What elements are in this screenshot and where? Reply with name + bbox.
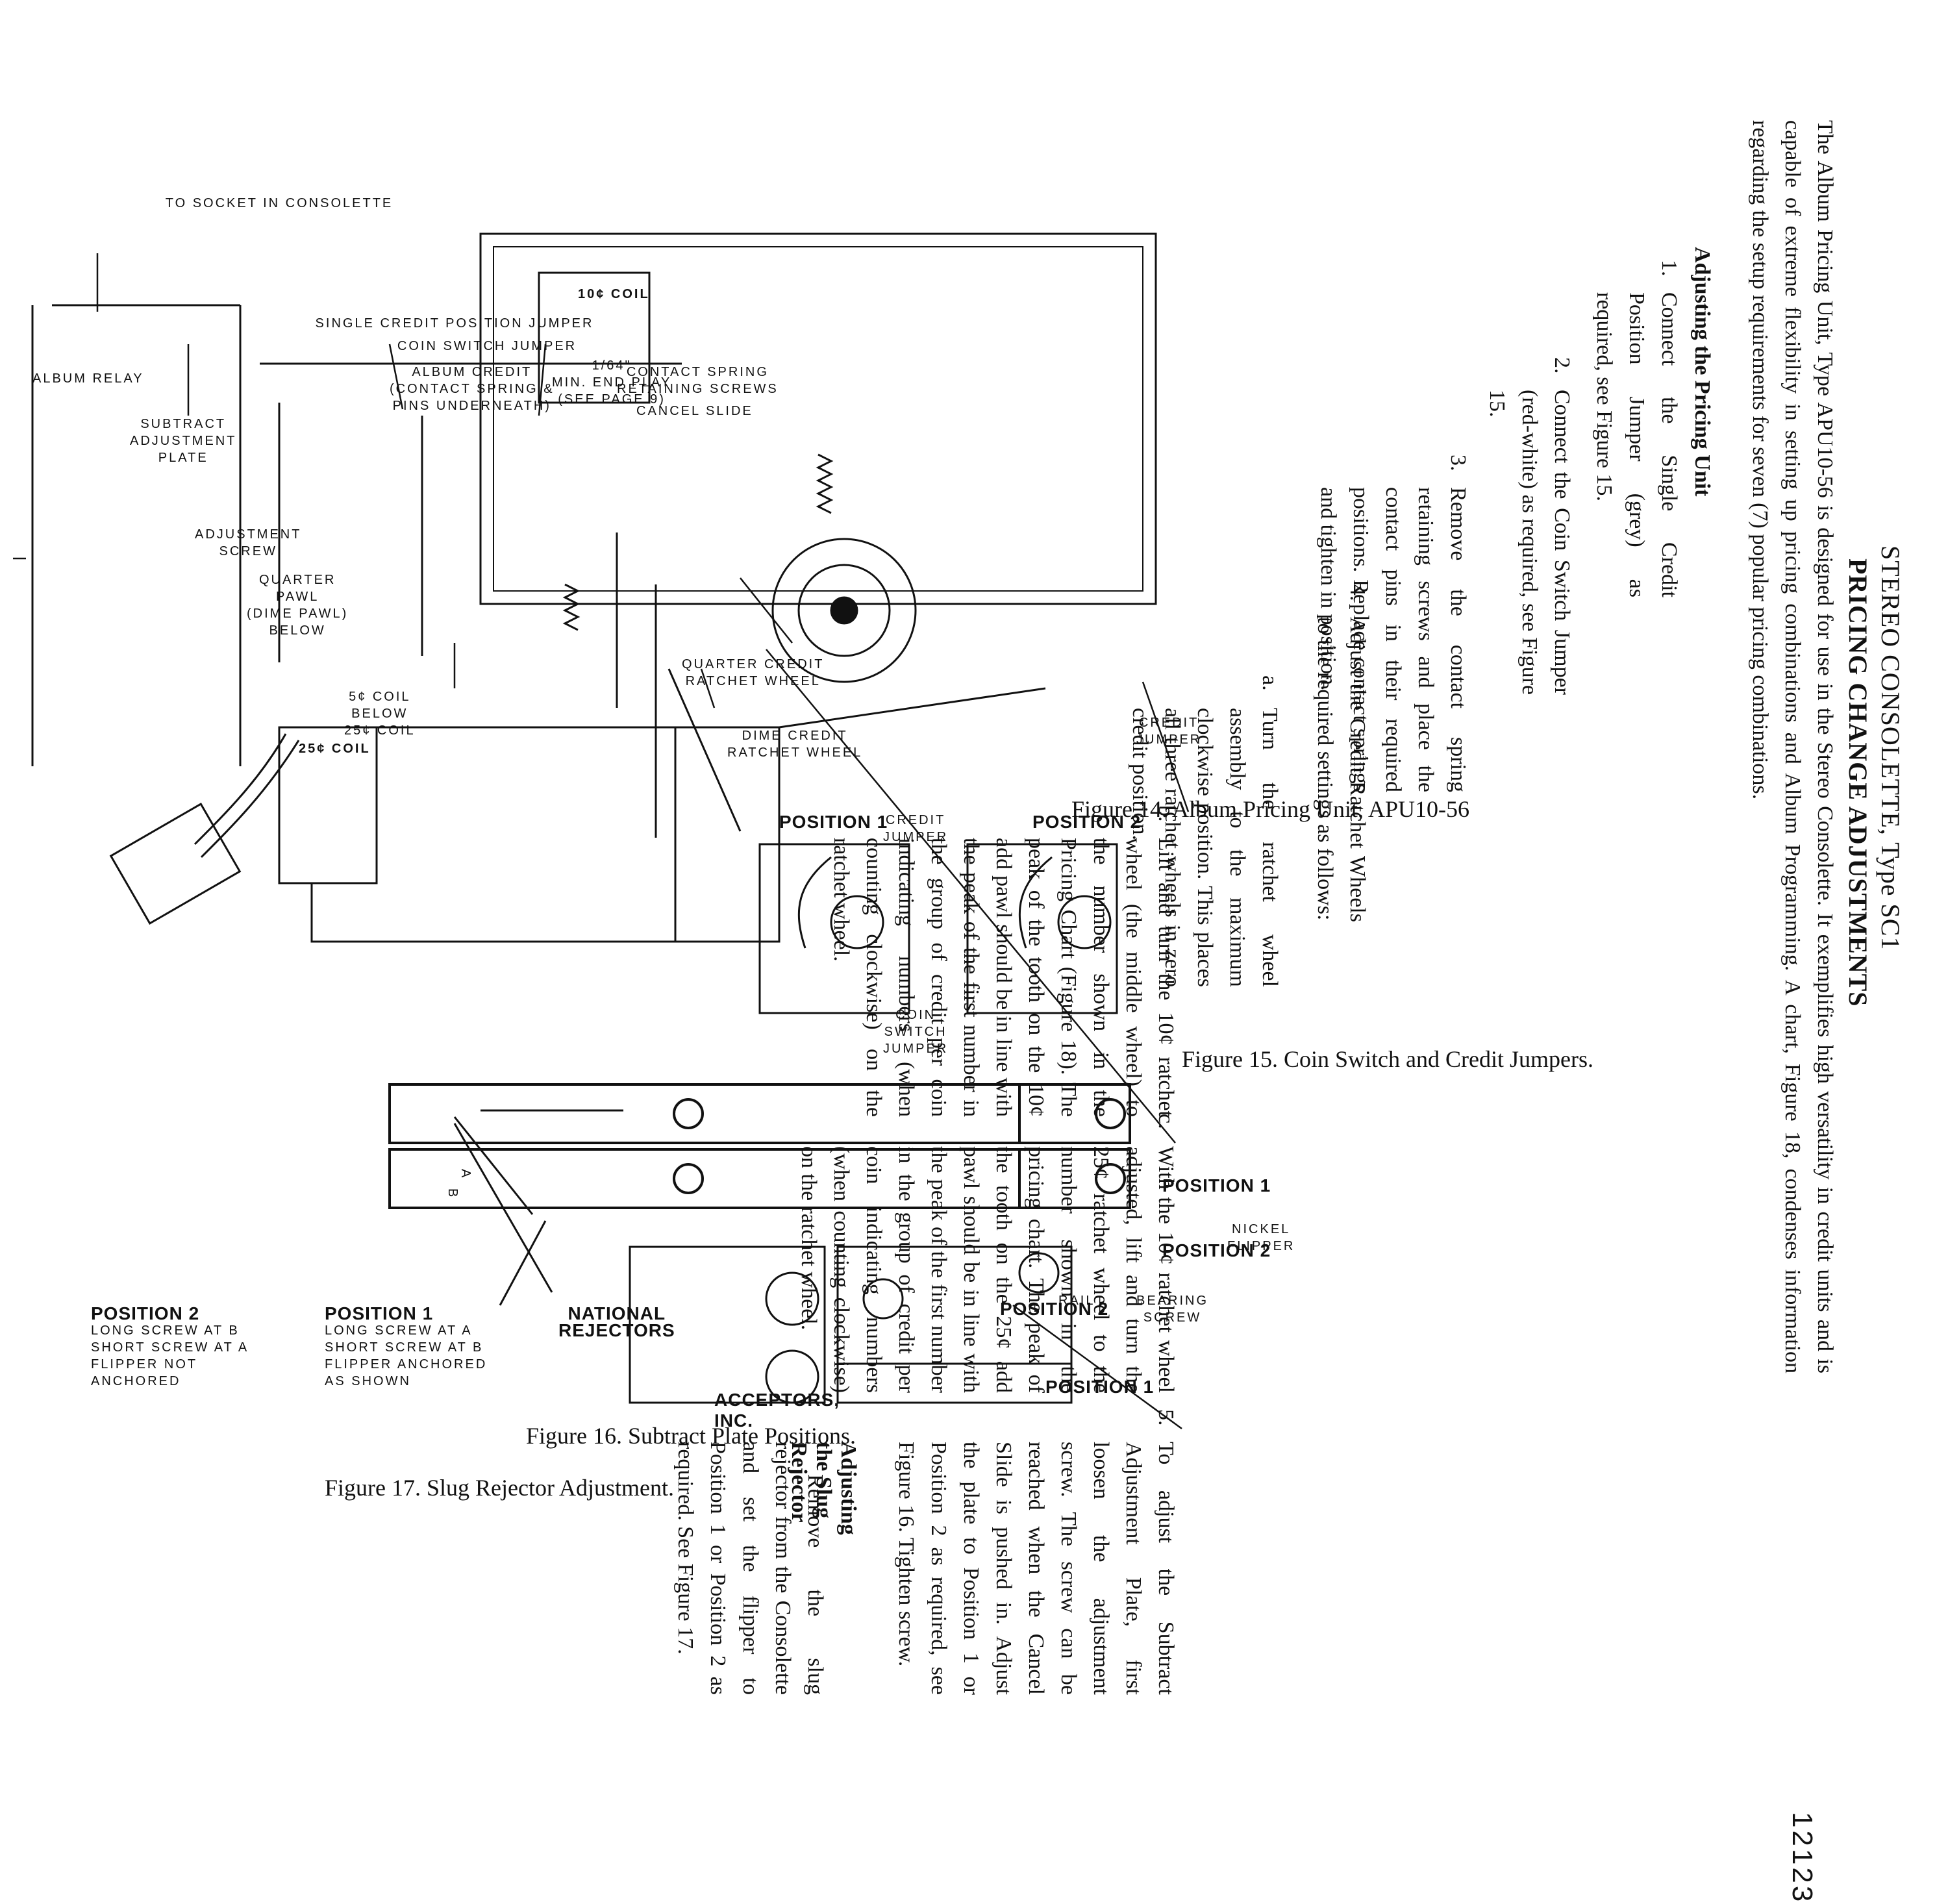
pos2-line2: SHORT SCREW AT A xyxy=(91,1340,249,1355)
label-album-relay: ALBUM RELAY xyxy=(32,371,144,386)
label-to-socket: TO SOCKET IN CONSOLETTE xyxy=(165,196,393,210)
subtract-line2: ADJUSTMENT xyxy=(130,434,237,448)
coin-switch-line3: JUMPER xyxy=(883,1042,949,1056)
pos1-title: POSITION 1 xyxy=(325,1303,434,1323)
label-subtract-plate: SUBTRACT ADJUSTMENT PLATE xyxy=(130,416,236,466)
fig17-label-rail: RAIL xyxy=(1058,1294,1095,1308)
fig15-credit-jumper-1: CREDIT JUMPER xyxy=(883,812,948,846)
nickel-line1: NICKEL xyxy=(1232,1222,1291,1236)
bearing-line2: SCREW xyxy=(1143,1310,1202,1325)
subtract-line1: SUBTRACT xyxy=(140,417,227,431)
label-adjustment-screw: ADJUSTMENT SCREW xyxy=(195,526,301,560)
label-contact-spring: CONTACT SPRING RETAINING SCREWS xyxy=(617,364,779,397)
pos1-line3: FLIPPER ANCHORED xyxy=(325,1357,488,1372)
fig17-position-2-desc: POSITION 2 LONG SCREW AT B SHORT SCREW A… xyxy=(91,1303,249,1390)
fig15-coin-switch-jumper-1: COIN SWITCH JUMPER xyxy=(883,1007,948,1057)
fig17-coin-acceptors: ACCEPTORS, INC. xyxy=(714,1390,840,1431)
label-10c-coil: 10¢ COIL xyxy=(578,287,650,301)
quarter-pawl-line4: BELOW xyxy=(269,623,326,638)
nickel-line2: FLIPPER xyxy=(1227,1239,1295,1253)
quarter-credit-line2: RATCHET WHEEL xyxy=(685,674,821,688)
fig15-credit-jumper-2: CREDIT JUMPER xyxy=(1136,714,1201,748)
fig17-label-nickel-flipper: NICKEL FLIPPER xyxy=(1227,1221,1295,1255)
fig17-label-a: A xyxy=(458,1169,473,1180)
pos1-line2: SHORT SCREW AT B xyxy=(325,1340,484,1355)
contact-spring-line1: CONTACT SPRING xyxy=(626,365,769,379)
contact-spring-line2: RETAINING SCREWS xyxy=(617,382,779,396)
subtract-line3: PLATE xyxy=(158,451,208,465)
fig17-label-b: B xyxy=(445,1188,460,1199)
fig17-label-bearing: BEARING SCREW xyxy=(1136,1292,1208,1326)
label-coin-switch-jumper: COIN SWITCH JUMPER xyxy=(397,339,577,353)
pos1-line4: AS SHOWN xyxy=(325,1374,411,1388)
quarter-pawl-line3: (DIME PAWL) xyxy=(247,607,349,621)
pos1-line1: LONG SCREW AT A xyxy=(325,1323,473,1338)
label-single-credit-jumper: SINGLE CREDIT POSITION JUMPER xyxy=(315,316,594,331)
label-coils-below: 5¢ COIL BELOW 25¢ COIL xyxy=(344,688,416,739)
coil-line1: 5¢ COIL xyxy=(349,690,411,704)
credit-jumper-line1: CREDIT xyxy=(885,813,946,827)
credit-jumper-line1: CREDIT xyxy=(1138,716,1199,730)
fig17-national-rejectors: NATIONAL REJECTORS xyxy=(558,1303,675,1340)
label-cancel-slide: CANCEL SLIDE xyxy=(636,404,753,418)
label-dime-credit-wheel: DIME CREDIT RATCHET WHEEL xyxy=(727,727,862,761)
figure-14-drawing xyxy=(13,232,1190,1430)
coin-switch-line1: COIN xyxy=(895,1008,936,1022)
album-credit-line2: (CONTACT SPRING & xyxy=(390,382,555,396)
quarter-pawl-line1: QUARTER xyxy=(258,573,336,587)
adj-screw-line1: ADJUSTMENT xyxy=(195,527,302,542)
pos2-line3: FLIPPER NOT xyxy=(91,1357,198,1372)
fig16-position-1: POSITION 1 xyxy=(1162,1175,1271,1196)
fig15-position-2: POSITION 2 xyxy=(1032,812,1142,832)
credit-jumper-line2: JUMPER xyxy=(1136,733,1202,747)
label-quarter-pawl: QUARTER PAWL (DIME PAWL) BELOW xyxy=(247,571,348,639)
pos2-title: POSITION 2 xyxy=(91,1303,200,1323)
dime-credit-line2: RATCHET WHEEL xyxy=(727,745,863,760)
coin-switch-line2: SWITCH xyxy=(884,1025,947,1039)
album-credit-line3: PINS UNDERNEATH) xyxy=(392,399,551,413)
figure-15-caption: Figure 15. Coin Switch and Credit Jumper… xyxy=(1182,1046,1593,1072)
fig17-position-1-plate: POSITION 1 xyxy=(1045,1377,1155,1397)
pos2-line1: LONG SCREW AT B xyxy=(91,1323,240,1338)
page-number: 12123 xyxy=(1786,1812,1818,1904)
coil-line2: BELOW xyxy=(351,707,408,721)
quarter-pawl-line2: PAWL xyxy=(275,590,319,604)
figure-14-caption: Figure 14. Album Pricing Unit, APU10-56 xyxy=(1071,796,1470,822)
album-credit-line1: ALBUM CREDIT xyxy=(412,365,532,379)
pos2-line4: ANCHORED xyxy=(91,1374,181,1388)
quarter-credit-line1: QUARTER CREDIT xyxy=(682,657,825,671)
adj-screw-line2: SCREW xyxy=(219,544,277,558)
coil-line3: 25¢ COIL xyxy=(344,723,416,738)
bearing-line1: BEARING xyxy=(1136,1294,1209,1308)
fig15-position-1: POSITION 1 xyxy=(779,812,888,832)
national-line2: REJECTORS xyxy=(558,1320,675,1340)
credit-jumper-line2: JUMPER xyxy=(883,830,949,844)
fig17-position-1-desc: POSITION 1 LONG SCREW AT A SHORT SCREW A… xyxy=(325,1303,488,1390)
label-album-credit: ALBUM CREDIT (CONTACT SPRING & PINS UNDE… xyxy=(390,364,555,414)
label-quarter-credit-wheel: QUARTER CREDIT RATCHET WHEEL xyxy=(682,656,824,690)
dime-credit-line1: DIME CREDIT xyxy=(742,729,848,743)
label-25c-coil: 25¢ COIL xyxy=(299,742,371,756)
figure-17-caption: Figure 17. Slug Rejector Adjustment. xyxy=(325,1475,674,1501)
rotated-document-page: STEREO CONSOLETTE, Type SC1 PRICING CHAN… xyxy=(13,120,1905,1904)
